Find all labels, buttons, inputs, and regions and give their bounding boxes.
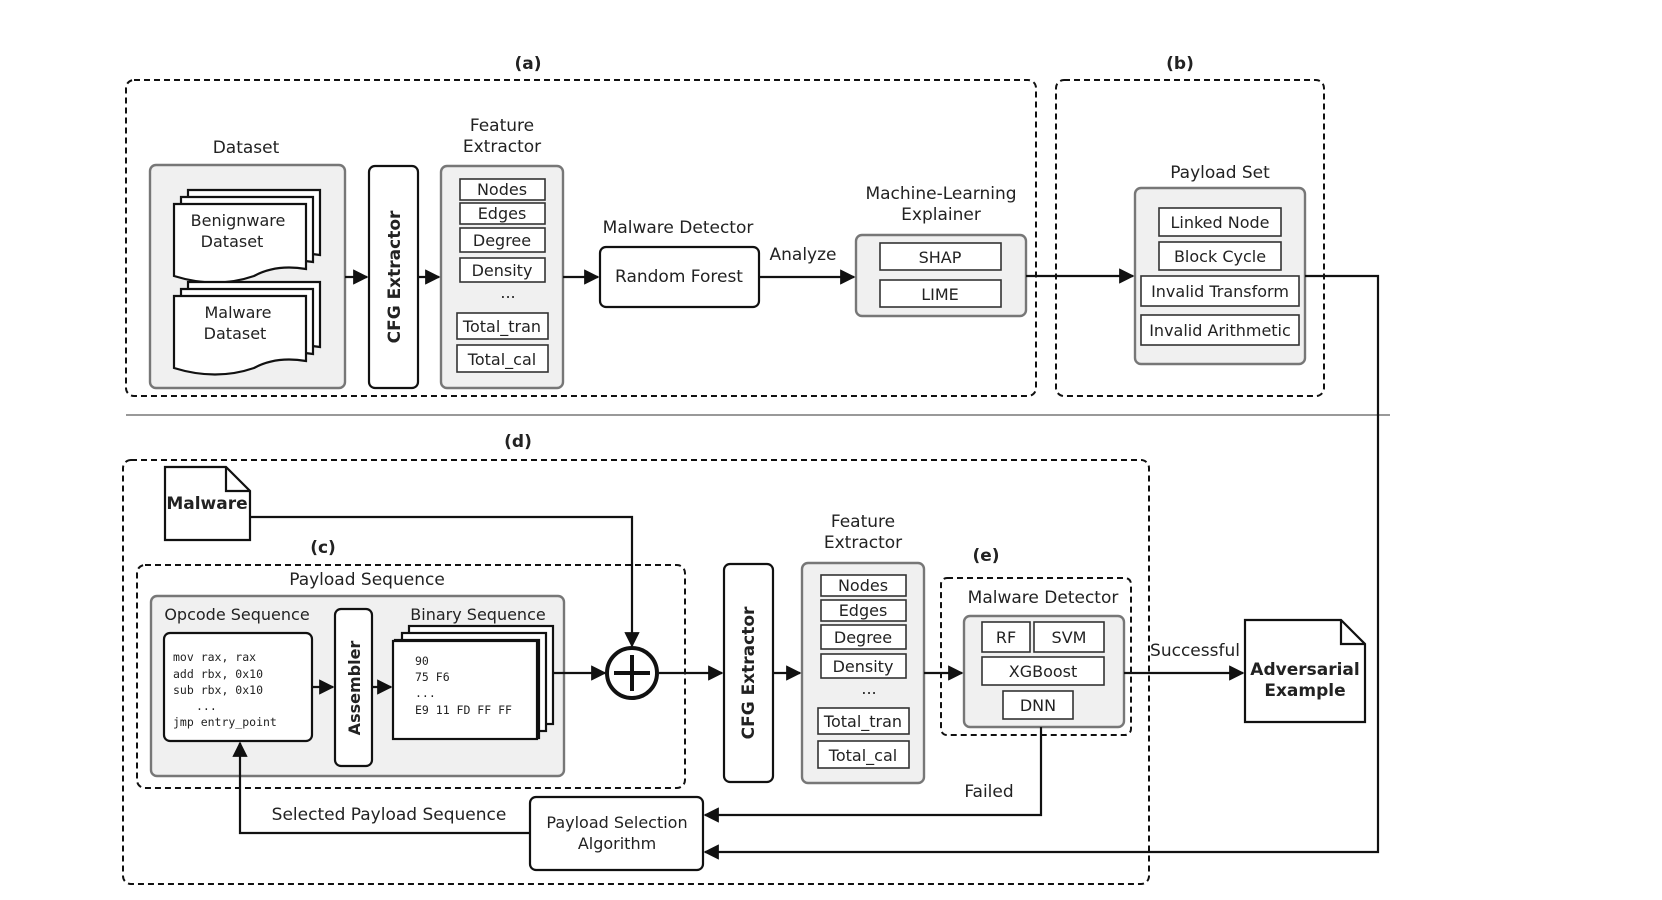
- panel-e-label: (e): [972, 546, 999, 566]
- fe-bot-title-1: Feature: [831, 512, 895, 532]
- selected-payload-label: Selected Payload Sequence: [272, 805, 507, 825]
- psa-line-1: Payload Selection: [546, 813, 687, 832]
- binary-line-4: E9 11 FD FF FF: [415, 703, 512, 717]
- opcode-title: Opcode Sequence: [164, 605, 309, 624]
- panel-e: (e) Malware Detector RF SVM XGBoost DNN: [940, 546, 1132, 736]
- fe-bot-density: Density: [833, 657, 894, 676]
- explainer-title-1: Machine-Learning: [865, 184, 1016, 204]
- benignware-line-2: Dataset: [201, 232, 264, 251]
- binary-line-1: 90: [415, 654, 429, 668]
- md-top-title: Malware Detector: [603, 218, 754, 238]
- fe-bot-edges: Edges: [839, 601, 888, 620]
- bottom-arrows: [232, 274, 1380, 860]
- fe-top-total-tran: Total_tran: [462, 317, 541, 337]
- payload-selection-algorithm: Payload Selection Algorithm: [528, 795, 705, 872]
- fe-top-degree: Degree: [473, 231, 531, 250]
- cfg-extractor-bottom: CFG Extractor: [722, 562, 775, 784]
- fe-bot-degree: Degree: [834, 628, 892, 647]
- fe-bot-nodes: Nodes: [838, 576, 888, 595]
- malware-file-label: Malware: [166, 494, 247, 514]
- combine-plus-icon: [605, 646, 659, 700]
- opcode-line-5: jmp entry_point: [173, 715, 277, 729]
- adversarial-line-2: Example: [1264, 681, 1345, 701]
- panel-c: (c) Payload Sequence Opcode Sequence mov…: [136, 538, 686, 789]
- model-dnn: DNN: [1020, 696, 1056, 715]
- opcode-line-2: add rbx, 0x10: [173, 667, 263, 681]
- model-svm: SVM: [1052, 628, 1087, 647]
- md-bot-title: Malware Detector: [968, 588, 1119, 608]
- explainer-title-2: Explainer: [901, 205, 981, 225]
- adversarial-example-icon: Adversarial Example: [1243, 618, 1367, 724]
- payload-set: Payload Set Linked Node Block Cycle Inva…: [1133, 163, 1307, 366]
- malware-file-icon: Malware: [163, 465, 252, 542]
- cfg-extractor-bottom-label: CFG Extractor: [739, 606, 759, 739]
- fe-bot-ellipsis: ...: [861, 679, 876, 698]
- panel-d: (d): [122, 432, 1150, 885]
- binary-line-2: 75 F6: [415, 670, 450, 684]
- binary-title: Binary Sequence: [410, 605, 545, 624]
- fe-top-title-1: Feature: [470, 116, 534, 136]
- fe-bot-total-tran: Total_tran: [823, 712, 902, 732]
- panel-a: (a): [125, 54, 1037, 397]
- assembler-label: Assembler: [345, 641, 364, 736]
- dataset-block: Dataset Benignware Dataset Malware Datas…: [148, 138, 347, 390]
- psa-line-2: Algorithm: [578, 834, 656, 853]
- panel-b-label: (b): [1166, 54, 1194, 74]
- panel-a-label: (a): [514, 54, 541, 74]
- panel-c-label: (c): [310, 538, 336, 558]
- fe-top-nodes: Nodes: [477, 180, 527, 199]
- fe-top-ellipsis: ...: [500, 283, 515, 302]
- model-rf: RF: [996, 628, 1016, 647]
- benignware-line-1: Benignware: [191, 211, 286, 230]
- feature-extractor-bottom: Feature Extractor Nodes Edges Degree Den…: [800, 512, 926, 785]
- feature-extractor-top: Feature Extractor Nodes Edges Degree Den…: [439, 116, 565, 390]
- malware-ds-line-2: Dataset: [204, 324, 267, 343]
- benignware-dataset-icon: Benignware Dataset: [172, 188, 322, 284]
- panel-b: (b): [1055, 54, 1325, 397]
- opcode-line-3: sub rbx, 0x10: [173, 683, 263, 697]
- payload-linked-node: Linked Node: [1170, 213, 1269, 232]
- payload-block-cycle: Block Cycle: [1174, 247, 1266, 266]
- top-arrows: [345, 268, 1135, 285]
- lime-label: LIME: [921, 285, 959, 304]
- ml-explainer: Machine-Learning Explainer SHAP LIME: [854, 184, 1028, 318]
- payload-sequence-title: Payload Sequence: [289, 570, 445, 590]
- shap-label: SHAP: [919, 248, 962, 267]
- panel-d-label: (d): [504, 432, 532, 452]
- successful-label: Successful: [1150, 641, 1240, 661]
- random-forest-label: Random Forest: [615, 267, 743, 287]
- fe-top-total-cal: Total_cal: [467, 350, 536, 370]
- cfg-extractor-top: CFG Extractor: [367, 164, 420, 390]
- payload-invalid-arithmetic: Invalid Arithmetic: [1149, 321, 1291, 340]
- fe-top-density: Density: [472, 261, 533, 280]
- analyze-label: Analyze: [770, 245, 837, 265]
- malware-ds-line-1: Malware: [204, 303, 271, 322]
- model-xgboost: XGBoost: [1009, 662, 1078, 681]
- opcode-line-1: mov rax, rax: [173, 650, 256, 664]
- dataset-title: Dataset: [213, 138, 280, 158]
- fe-top-edges: Edges: [478, 204, 527, 223]
- fe-bot-title-2: Extractor: [824, 533, 902, 553]
- binary-line-3: ...: [415, 686, 436, 700]
- fe-bot-total-cal: Total_cal: [828, 746, 897, 766]
- adversarial-line-1: Adversarial: [1250, 660, 1359, 680]
- fe-top-title-2: Extractor: [463, 137, 541, 157]
- payload-invalid-transform: Invalid Transform: [1151, 282, 1289, 301]
- failed-label: Failed: [964, 782, 1013, 802]
- cfg-extractor-top-label: CFG Extractor: [385, 210, 405, 343]
- payload-set-title: Payload Set: [1170, 163, 1270, 183]
- opcode-line-4: ...: [196, 699, 217, 713]
- malware-detector-top: Malware Detector Random Forest: [598, 218, 761, 309]
- malware-dataset-icon: Malware Dataset: [172, 280, 322, 376]
